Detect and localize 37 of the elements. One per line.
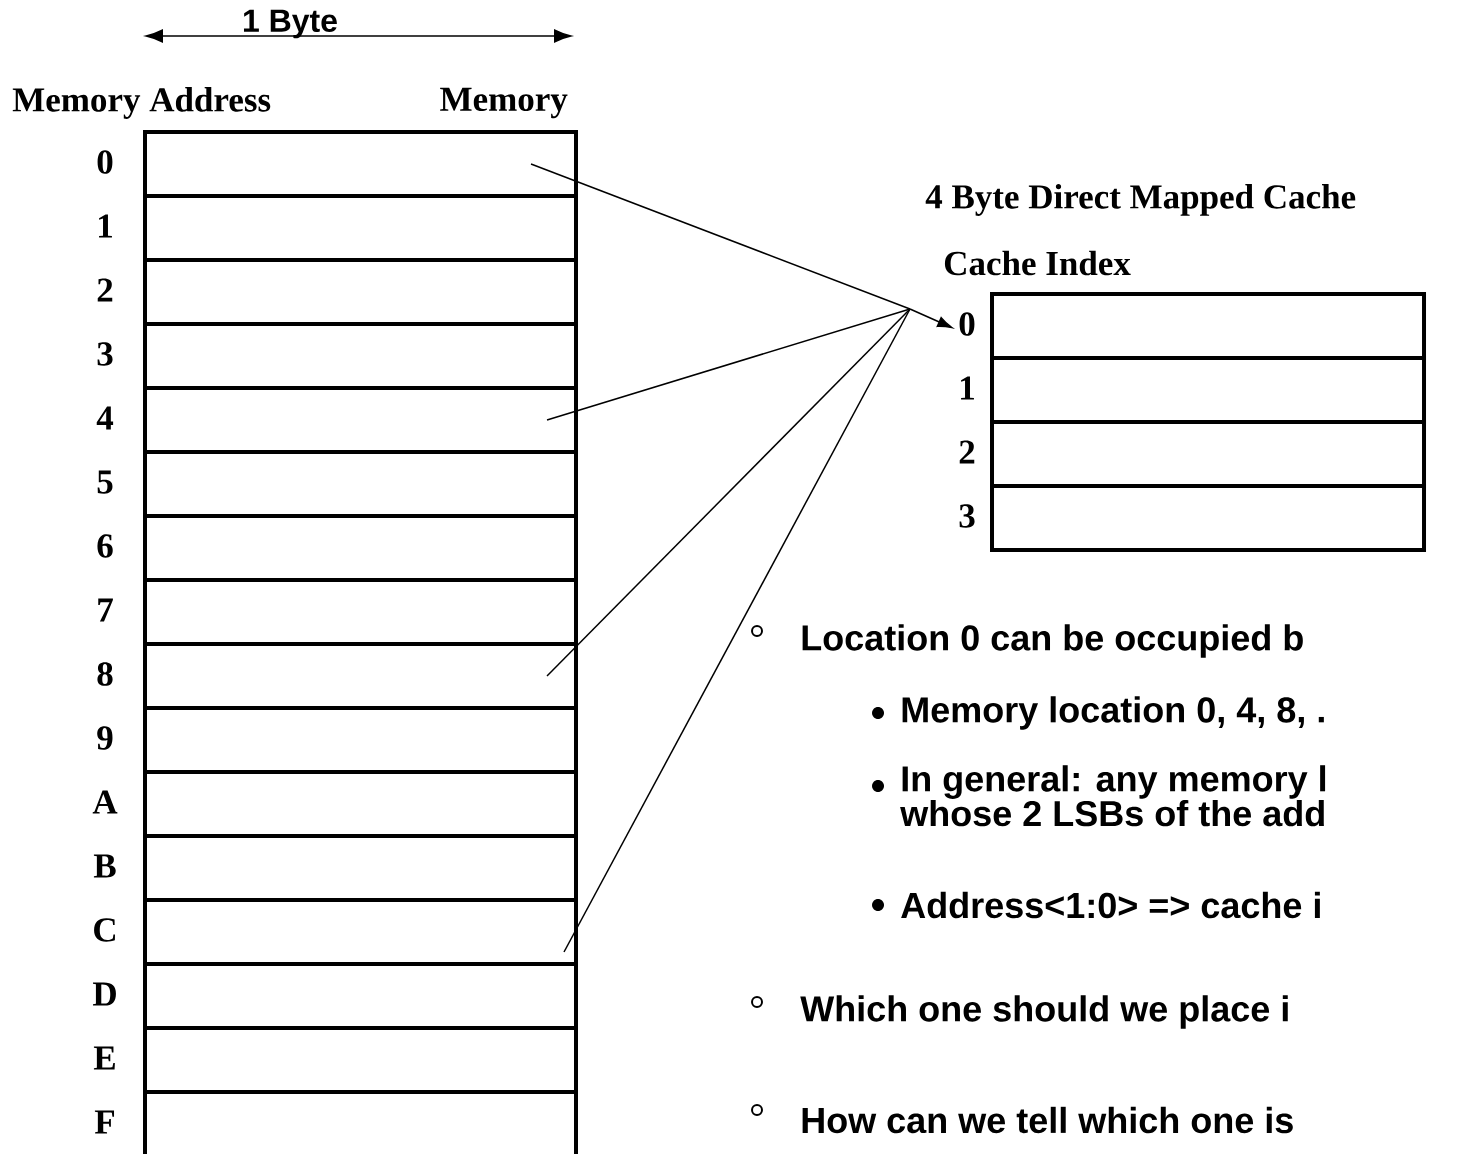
arrow [909,308,953,329]
index-label: 5 [97,470,113,494]
connector-line [546,308,911,677]
bullet-text: Which one should we place i [800,995,1288,1029]
memory-cell [143,1090,578,1154]
index-label: 3 [959,504,975,528]
bullet-text: In general: any memory l whose 2 LSBs of the add [900,765,1326,827]
index-label: 7 [98,598,113,622]
index-label: 2 [97,278,113,302]
index-label: 1 [961,376,974,400]
index-label: 4 [96,406,114,430]
index-label: 9 [97,726,113,750]
column-heading: Memory [440,87,568,119]
index-label: 2 [959,440,975,464]
index-label: C [94,918,115,942]
index-label: 3 [97,342,113,366]
index-label: F [94,1110,115,1134]
connector-line [563,308,911,953]
index-label: A [92,790,118,814]
index-label: D [93,982,116,1006]
connector-line [546,308,911,421]
cache-title: 4 Byte Direct Mapped Cache [925,184,1356,216]
index-label: 1 [99,214,112,238]
index-label: 0 [97,150,113,174]
column-heading: Cache Index [944,250,1131,276]
bullet-text: How can we tell which one is [802,1106,1293,1134]
index-label: B [93,854,116,878]
index-label: 6 [97,534,113,558]
bullet-text: Memory location 0, 4, 8, . [902,696,1324,730]
dimension-label: 1 Byte [244,9,337,39]
connector-line [530,163,911,310]
index-label: 8 [97,662,113,686]
column-heading: Memory Address [12,87,271,119]
index-label: E [93,1046,115,1070]
bullet-text: Address<1:0> => cache i [901,891,1320,919]
index-label: 0 [959,312,975,336]
bullet-text: Location 0 can be occupied b [802,624,1303,658]
